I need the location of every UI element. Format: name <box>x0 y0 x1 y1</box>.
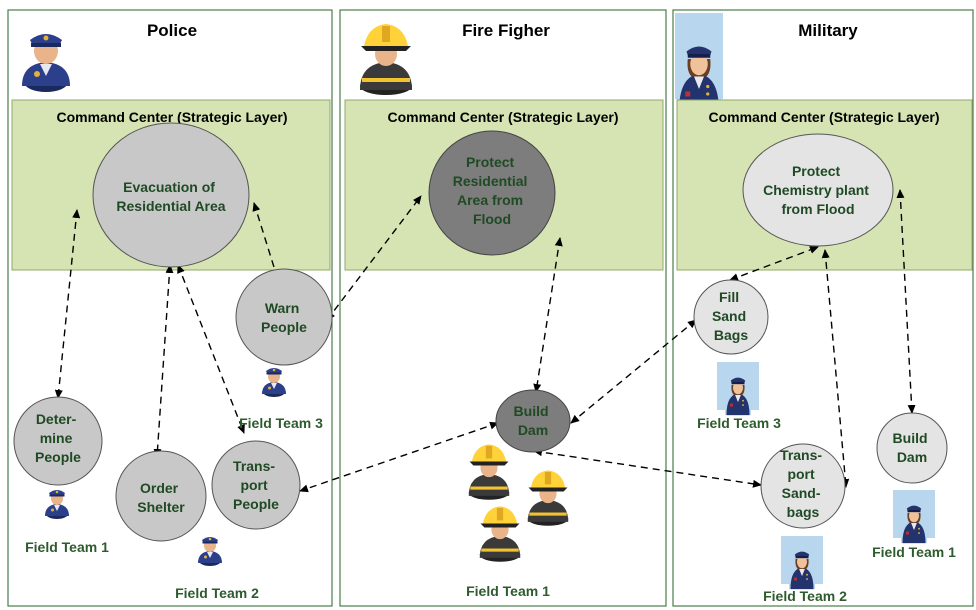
node-order-shelter-label: Order Shelter <box>137 480 185 515</box>
node-warn-people-shape <box>235 268 333 366</box>
arrow-warn-protect-res <box>326 195 422 321</box>
node-warn-people-label: Warn People <box>261 300 307 335</box>
fire-team1-label: Field Team 1 <box>466 583 550 599</box>
military-team1-icon <box>893 490 935 544</box>
node-build-dam-fire-label: Build Dam <box>514 403 553 438</box>
arrow-protect-chem-transport-sand <box>821 249 850 488</box>
node-transport-sandbags-label: Trans- port Sand- bags <box>780 447 826 520</box>
military-team1-label: Field Team 1 <box>872 544 956 560</box>
node-evacuation-shape <box>92 122 250 268</box>
arrow-fillsand-protect-chem <box>729 246 819 281</box>
node-transport-sandbags: Trans- port Sand- bags <box>760 443 846 529</box>
node-determine-people-shape <box>13 396 103 486</box>
arrow-builddam-transport-sand <box>533 448 762 488</box>
arrow-protect-chem-builddam-mil <box>896 189 916 414</box>
node-evacuation-label: Evacuation of Residential Area <box>116 179 225 214</box>
military-team3-icon <box>717 362 759 416</box>
node-build-dam-military: Build Dam <box>876 412 948 484</box>
node-evacuation: Evacuation of Residential Area <box>92 122 250 268</box>
node-transport-people-label: Trans- port People <box>233 458 279 512</box>
military-team3-label: Field Team 3 <box>697 415 781 431</box>
node-protect-chemistry-shape <box>742 133 894 247</box>
military-team2-icon <box>781 536 823 590</box>
military-team2-label: Field Team 2 <box>763 588 847 604</box>
military-lane <box>672 9 974 607</box>
node-determine-people: Deter- mine People <box>13 396 103 486</box>
node-build-dam-fire-shape <box>495 389 571 453</box>
node-fill-sand-bags-shape <box>693 279 769 355</box>
node-protect-residential-shape <box>428 130 556 256</box>
firefighter-team-icon <box>468 444 569 562</box>
fire-command-title: Command Center (Strategic Layer) <box>387 109 618 125</box>
arrow-evacuation-order <box>153 264 174 458</box>
node-protect-residential: Protect Residential Area from Flood <box>428 130 556 256</box>
military-title: Military <box>798 21 858 40</box>
police-command-title: Command Center (Strategic Layer) <box>56 109 287 125</box>
node-transport-people-shape <box>211 440 301 530</box>
arrow-evacuation-transport <box>177 264 245 434</box>
node-build-dam-military-label: Build Dam <box>893 430 932 465</box>
firefighter-icon <box>360 24 412 95</box>
arrows-layer <box>54 189 916 493</box>
node-transport-people: Trans- port People <box>211 440 301 530</box>
arrow-fillsand-builddam <box>570 319 697 424</box>
fire-title: Fire Figher <box>462 21 550 40</box>
node-build-dam-military-shape <box>876 412 948 484</box>
police-team3-label: Field Team 3 <box>239 415 323 431</box>
arrow-evacuation-warn <box>252 202 280 281</box>
arrow-evacuation-determine <box>54 209 81 399</box>
node-warn-people: Warn People <box>235 268 333 366</box>
node-protect-chemistry-label: Protect Chemistry plant from Flood <box>763 163 873 217</box>
police-team3-icon <box>262 368 286 397</box>
military-officer-icon <box>675 13 723 112</box>
arrow-protect-res-builddam <box>533 237 563 393</box>
police-title: Police <box>147 21 197 40</box>
node-order-shelter: Order Shelter <box>115 450 207 542</box>
node-protect-chemistry: Protect Chemistry plant from Flood <box>742 133 894 247</box>
police-team1-label: Field Team 1 <box>25 539 109 555</box>
node-protect-residential-label: Protect Residential Area from Flood <box>453 154 532 227</box>
arrow-builddam-transport-people <box>299 421 499 493</box>
node-build-dam-fire: Build Dam <box>495 389 571 453</box>
node-fill-sand-bags: Fill Sand Bags <box>693 279 769 355</box>
police-team1-icon <box>45 490 69 519</box>
node-fill-sand-bags-label: Fill Sand Bags <box>712 289 750 343</box>
node-transport-sandbags-shape <box>760 443 846 529</box>
node-determine-people-label: Deter- mine People <box>35 411 81 465</box>
police-officer-icon <box>22 34 70 92</box>
military-command-title: Command Center (Strategic Layer) <box>708 109 939 125</box>
police-team2-icon <box>198 537 222 566</box>
node-order-shelter-shape <box>115 450 207 542</box>
police-team2-label: Field Team 2 <box>175 585 259 601</box>
